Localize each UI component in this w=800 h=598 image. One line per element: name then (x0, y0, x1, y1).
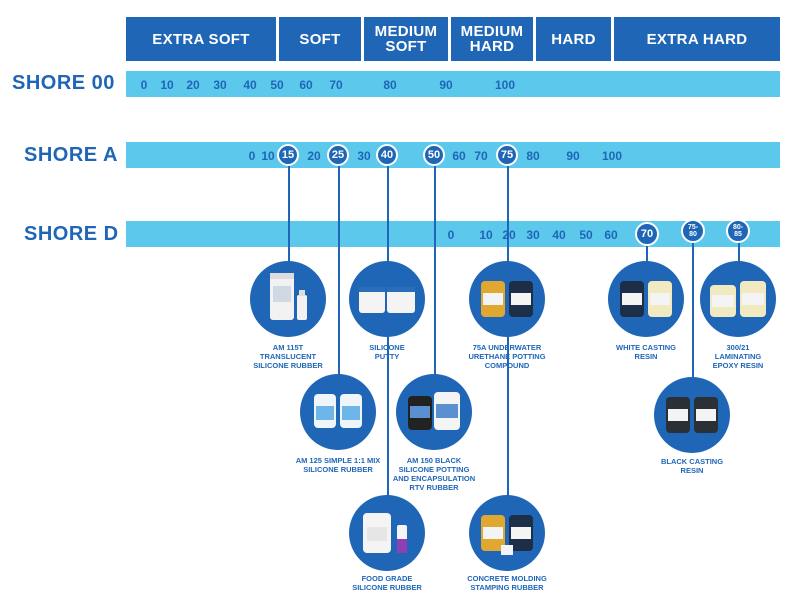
product-am150-caption: AM 150 BLACK SILICONE POTTING AND ENCAPS… (392, 456, 476, 492)
tick-d-60: 60 (604, 228, 618, 242)
connector-75-lower (507, 330, 509, 500)
shore-00-bar (126, 71, 780, 97)
tick-00-30: 30 (213, 78, 227, 92)
jug-icon (481, 281, 533, 317)
product-white-casting-image (608, 261, 684, 337)
tick-00-0: 0 (140, 78, 148, 92)
product-black-casting-image (654, 377, 730, 453)
category-medium-soft: MEDIUM SOFT (364, 17, 448, 61)
shore-a-label: SHORE A (24, 144, 118, 166)
badge-a-75: 75 (496, 144, 518, 166)
jug-icon (314, 394, 362, 428)
tick-00-70: 70 (329, 78, 343, 92)
product-am125-image (300, 374, 376, 450)
jug-icon (710, 281, 766, 317)
product-75a-image (469, 261, 545, 337)
connector-d80-85 (738, 234, 740, 264)
jug-icon (620, 281, 672, 317)
category-extra-hard: EXTRA HARD (614, 17, 780, 61)
product-silicone-putty-caption: SILICONE PUTTY (369, 343, 405, 361)
jug-icon (666, 397, 718, 433)
tick-d-30: 30 (526, 228, 540, 242)
category-hard: HARD (536, 17, 611, 61)
connector-40-lower (387, 330, 389, 500)
tick-a-20: 20 (307, 149, 321, 163)
badge-a-15: 15 (277, 144, 299, 166)
tick-00-80: 80 (383, 78, 397, 92)
connector-50 (434, 155, 436, 377)
tick-d-0: 0 (447, 228, 455, 242)
badge-d-75-80: 75- 80 (681, 219, 705, 243)
tick-d-40: 40 (552, 228, 566, 242)
tick-d-20: 20 (502, 228, 516, 242)
jug-icon (481, 515, 533, 555)
product-am115t-image (250, 261, 326, 337)
product-am125-caption: AM 125 SIMPLE 1:1 MIX SILICONE RUBBER (295, 456, 381, 474)
connector-75-upper (507, 155, 509, 265)
jar-icon (359, 287, 415, 313)
product-black-casting-caption: BLACK CASTING RESIN (660, 457, 724, 475)
tick-00-60: 60 (299, 78, 313, 92)
shore-00-label: SHORE 00 (12, 72, 115, 94)
tick-a-100: 100 (601, 149, 623, 163)
tick-a-70: 70 (474, 149, 488, 163)
connector-d75-80 (692, 234, 694, 379)
badge-a-40: 40 (376, 144, 398, 166)
jar-icon (270, 273, 307, 320)
bottle-icon (363, 513, 407, 553)
product-silicone-putty-image (349, 261, 425, 337)
tick-00-40: 40 (243, 78, 257, 92)
tick-00-90: 90 (439, 78, 453, 92)
tick-00-100: 100 (494, 78, 516, 92)
tick-a-90: 90 (566, 149, 580, 163)
shore-a-bar (126, 142, 780, 168)
tick-00-20: 20 (186, 78, 200, 92)
tick-a-10: 10 (261, 149, 275, 163)
product-white-casting-caption: WHITE CASTING RESIN (616, 343, 676, 361)
product-am115t-caption: AM 115T TRANSLUCENT SILICONE RUBBER (253, 343, 323, 370)
tick-00-50: 50 (270, 78, 284, 92)
product-food-grade-caption: FOOD GRADE SILICONE RUBBER (352, 574, 422, 592)
tick-a-80: 80 (526, 149, 540, 163)
jug-icon (408, 392, 460, 430)
shore-d-label: SHORE D (24, 223, 119, 245)
category-extra-soft: EXTRA SOFT (126, 17, 276, 61)
badge-a-50: 50 (423, 144, 445, 166)
category-medium-hard: MEDIUM HARD (451, 17, 533, 61)
product-food-grade-image (349, 495, 425, 571)
connector-d70 (646, 234, 648, 264)
tick-00-10: 10 (160, 78, 174, 92)
product-300-21-image (700, 261, 776, 337)
product-concrete-caption: CONCRETE MOLDING STAMPING RUBBER (467, 574, 547, 592)
tick-a-0: 0 (248, 149, 256, 163)
tick-a-30: 30 (357, 149, 371, 163)
product-am150-image (396, 374, 472, 450)
tick-d-50: 50 (579, 228, 593, 242)
connector-25 (338, 155, 340, 377)
connector-15 (288, 155, 290, 265)
product-75a-caption: 75A UNDERWATER URETHANE POTTING COMPOUND (468, 343, 546, 370)
badge-d-80-85: 80- 85 (726, 219, 750, 243)
product-concrete-image (469, 495, 545, 571)
connector-40-upper (387, 155, 389, 265)
product-300-21-caption: 300/21 LAMINATING EPOXY RESIN (712, 343, 764, 370)
badge-d-70: 70 (635, 222, 659, 246)
shore-d-bar (126, 221, 780, 247)
category-soft: SOFT (279, 17, 361, 61)
tick-d-10: 10 (479, 228, 493, 242)
tick-a-60: 60 (452, 149, 466, 163)
badge-a-25: 25 (327, 144, 349, 166)
